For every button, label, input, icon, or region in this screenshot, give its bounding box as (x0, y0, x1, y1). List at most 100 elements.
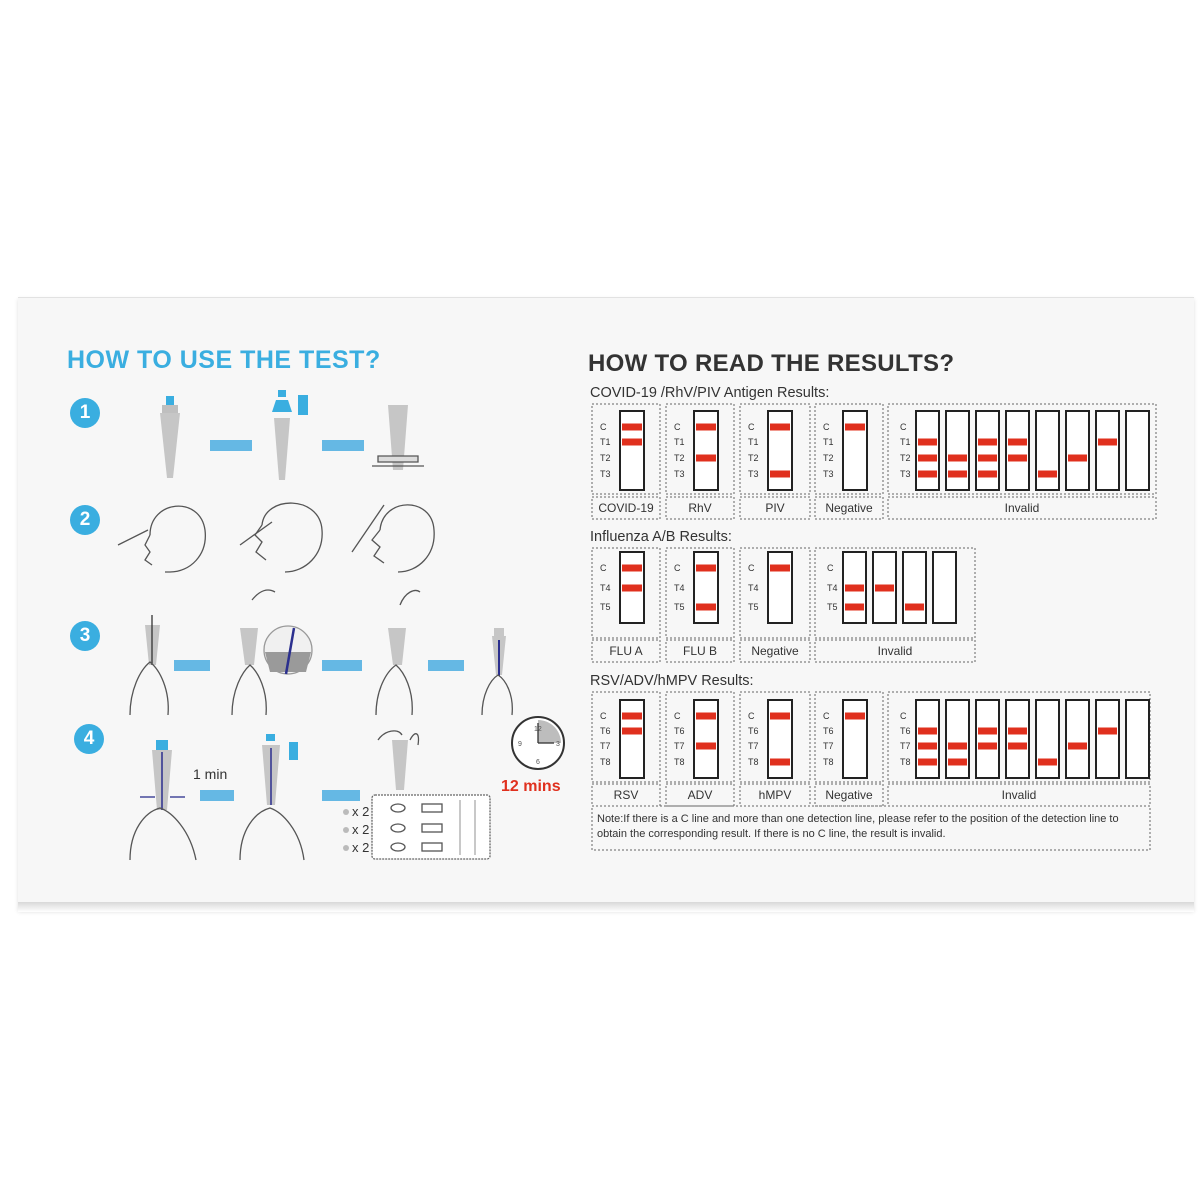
clock-3: 3 (556, 741, 560, 748)
test-strip (1125, 699, 1150, 779)
hand-tube-icon (375, 589, 421, 716)
result-line (875, 584, 894, 592)
dashed-frame (665, 639, 735, 663)
instruction-card (18, 297, 1194, 910)
result-name: Negative (825, 501, 873, 515)
line-label: T4 (827, 583, 838, 593)
line-label: T1 (900, 437, 911, 447)
invalid-label: Invalid (1005, 501, 1040, 515)
dashed-frame (814, 547, 976, 639)
result-line (1098, 438, 1117, 446)
test-strip (1005, 410, 1030, 491)
wait-1-min-label: 1 min (193, 766, 228, 782)
line-label: C (827, 563, 834, 573)
card-shadow (18, 902, 1194, 912)
line-label: T7 (748, 741, 759, 751)
result-line (978, 742, 997, 750)
line-label: T4 (600, 583, 611, 593)
line-label: T2 (674, 453, 685, 463)
dashed-frame (591, 691, 661, 783)
result-line (696, 423, 716, 431)
result-line (770, 758, 790, 766)
drop-icon (343, 809, 349, 815)
test-strip (1095, 410, 1120, 491)
test-strip (945, 410, 970, 491)
result-line (978, 454, 997, 462)
invalid-label: Invalid (1002, 788, 1037, 802)
clock-icon (511, 716, 565, 770)
dashed-frame (739, 783, 811, 807)
result-line (622, 584, 642, 592)
test-strip (693, 699, 719, 779)
line-label: C (823, 711, 830, 721)
drop-count: x 2 (352, 822, 369, 837)
line-label: T1 (674, 437, 685, 447)
line-label: T8 (674, 757, 685, 767)
line-label: C (600, 563, 607, 573)
test-strip (975, 410, 1000, 491)
line-label: C (674, 711, 681, 721)
result-line (1038, 758, 1057, 766)
test-strip (975, 699, 1000, 779)
result-name: PIV (765, 501, 784, 515)
hand-tube-icon (481, 628, 513, 716)
result-line (770, 470, 790, 478)
test-strip (842, 410, 868, 491)
line-label: T8 (900, 757, 911, 767)
dashed-frame (739, 496, 811, 520)
clock-6: 6 (536, 759, 540, 766)
step-arrow (174, 660, 210, 671)
result-line (622, 564, 642, 572)
dashed-frame (887, 403, 1157, 495)
line-label: C (900, 711, 907, 721)
hand-dropper-icon (377, 730, 420, 790)
result-name: ADV (688, 788, 713, 802)
line-label: T3 (823, 469, 834, 479)
result-line (1068, 454, 1087, 462)
result-line (845, 603, 864, 611)
result-line (918, 727, 937, 735)
result-note: Note:If there is a C line and more than … (597, 813, 1119, 840)
line-label: T6 (748, 726, 759, 736)
head-swab-icon (351, 504, 435, 573)
test-strip (915, 410, 940, 491)
line-label: C (748, 563, 755, 573)
result-line (770, 712, 790, 720)
result-line (948, 454, 967, 462)
line-label: T3 (900, 469, 911, 479)
line-label: T8 (600, 757, 611, 767)
step-arrow (322, 660, 362, 671)
line-label: T1 (823, 437, 834, 447)
step-arrow (322, 440, 364, 451)
tube-icon (160, 396, 180, 478)
result-line (622, 423, 642, 431)
how-to-use-title: HOW TO USE THE TEST? (67, 346, 381, 374)
line-label: T7 (600, 741, 611, 751)
line-label: T7 (674, 741, 685, 751)
test-strip (915, 699, 940, 779)
result-line (770, 564, 790, 572)
step-arrow (210, 440, 252, 451)
line-label: C (600, 422, 607, 432)
test-strip (1035, 410, 1060, 491)
line-label: T5 (600, 602, 611, 612)
result-line (948, 742, 967, 750)
result-name: COVID-19 (598, 501, 654, 515)
dashed-frame (814, 496, 884, 520)
step-arrow (428, 660, 464, 671)
result-line (918, 454, 937, 462)
result-line (948, 758, 967, 766)
test-strip (1005, 699, 1030, 779)
line-label: T4 (674, 583, 685, 593)
result-line (622, 727, 642, 735)
hand-tube-icon (231, 589, 313, 716)
line-label: C (748, 711, 755, 721)
result-line (978, 470, 997, 478)
test-strip (767, 551, 793, 624)
line-label: C (823, 422, 830, 432)
result-name: FLU B (683, 644, 717, 658)
result-line (918, 742, 937, 750)
line-label: T6 (823, 726, 834, 736)
